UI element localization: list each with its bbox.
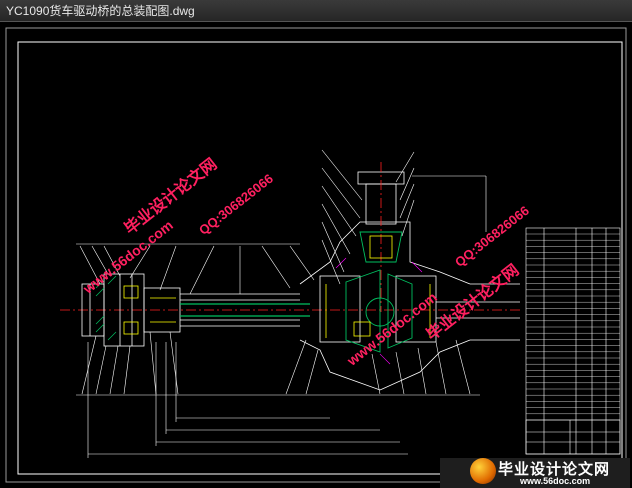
- cad-viewport[interactable]: 毕业设计论文网 www.56doc.com QQ:306826066 www.5…: [0, 22, 632, 488]
- gears: [345, 231, 413, 353]
- leader-lines-bottom: [76, 331, 480, 396]
- housing-yellow: [325, 235, 431, 338]
- leader-lines-right: [321, 149, 487, 285]
- logo-text: 毕业设计论文网: [498, 461, 611, 478]
- differential-housing: [299, 221, 520, 391]
- housing-magenta: [335, 257, 423, 365]
- parts-list-rows: [526, 233, 620, 421]
- inner-border: [17, 41, 623, 475]
- site-logo-icon: [470, 458, 496, 484]
- pinion-shaft: [357, 162, 405, 312]
- leader-lines-top: [76, 243, 315, 295]
- right-shaft: [436, 301, 520, 319]
- outer-border: [5, 27, 627, 483]
- logo-url: www.56doc.com: [520, 476, 591, 486]
- left-hub-yellow: [123, 285, 176, 335]
- window-title: YC1090货车驱动桥的总装配图.dwg: [0, 0, 632, 22]
- axle-shaft: [180, 303, 310, 317]
- drawing-canvas: [5, 27, 630, 488]
- dimension-lines: [87, 342, 408, 458]
- title-block: [525, 419, 621, 455]
